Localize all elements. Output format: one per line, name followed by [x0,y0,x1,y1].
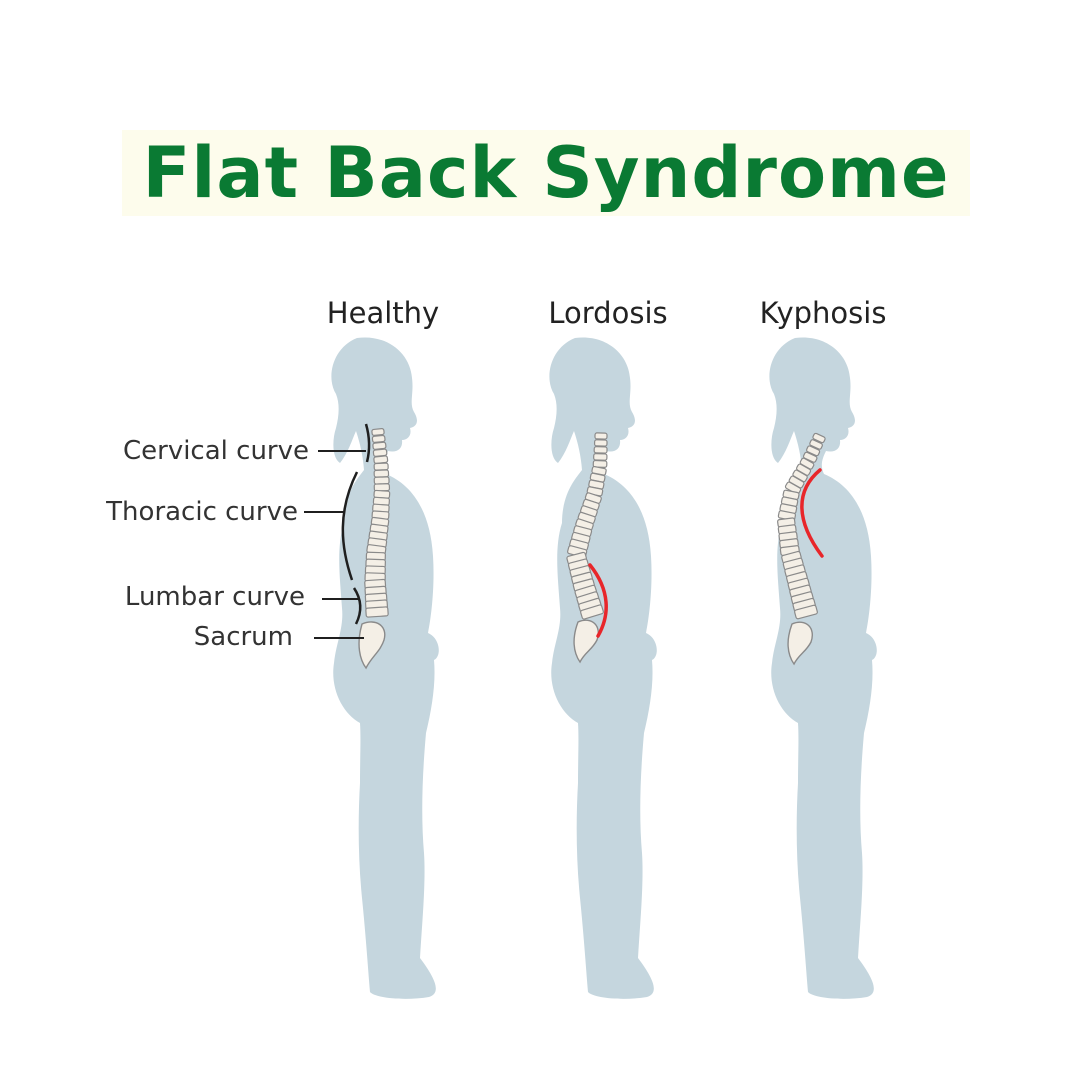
label-thoracic-curve: Thoracic curve [105,497,298,527]
spine-kyphosis [777,432,826,620]
label-cervical-curve: Cervical curve [123,436,309,466]
vertebra [794,604,818,620]
vertebra [371,428,385,436]
vertebra [809,439,823,450]
spine-lordosis [566,432,608,620]
label-lumbar-curve: Lumbar curve [125,582,305,612]
vertebra [802,451,818,463]
vertebra [371,434,386,444]
spine-healthy [364,428,391,618]
title-highlight: Flat Back Syndrome [122,130,970,216]
vertebra [594,432,608,440]
cervical-bracket [364,423,371,463]
vertebra [373,476,390,485]
kyphosis-curve-marker [800,468,824,558]
vertebra [806,445,821,457]
label-lordosis: Lordosis [548,296,667,330]
label-kyphosis: Kyphosis [760,296,887,330]
vertebra [812,432,826,444]
curve-brackets [341,423,371,625]
vertebra [593,446,608,454]
vertebra [373,462,389,471]
figure-lordosis [549,337,657,999]
figure-healthy [331,337,439,999]
vertebra [365,606,389,618]
vertebra [593,453,608,461]
thoracic-bracket [341,471,359,581]
vertebra [373,455,389,464]
sacrum-lordosis [573,619,599,664]
vertebra [372,441,387,450]
vertebra [580,604,604,620]
page-title: Flat Back Syndrome [142,132,950,214]
vertebra [593,439,608,447]
sacrum-healthy [358,621,386,670]
sacrum-kyphosis [787,621,813,666]
label-healthy: Healthy [327,296,439,330]
label-sacrum: Sacrum [194,622,293,652]
lordosis-curve-marker [588,563,608,638]
lumbar-bracket [352,587,362,625]
vertebra [373,469,390,478]
figure-kyphosis [769,337,877,999]
